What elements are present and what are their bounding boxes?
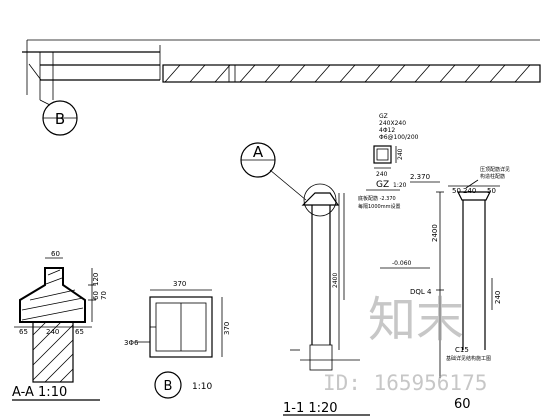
watermark: 知末 ID: 165956175: [323, 292, 487, 395]
detail-b-plan: 370 370 3Φ6 B 1:10: [124, 280, 231, 399]
plan-wall-strip: [22, 39, 541, 100]
dim-65-left: 65: [19, 328, 28, 336]
c15-label: C15: [455, 346, 469, 354]
tie-note: 压顶配筋详见: [480, 166, 510, 173]
section-11-title: 1-1 1:20: [283, 401, 338, 416]
gz-spec-2: 240X240: [379, 120, 406, 127]
gz-spec-3: 4Φ12: [379, 127, 395, 134]
dim-50-right: 50: [487, 187, 496, 195]
dim-240-aa: 240: [46, 328, 59, 336]
gz-dim-240: 240: [376, 171, 388, 178]
detail-b-callout-label: B: [55, 110, 65, 128]
detail-a-callout-label: A: [253, 143, 264, 161]
detail-b-callout: B: [39, 99, 78, 136]
dim-2400: 2400: [431, 224, 439, 242]
section-aa-detail: 60 120 60 70 65 240 65 A-A 1:10: [12, 250, 108, 401]
gz-note: 底板配筋 -2.370: [358, 195, 396, 202]
gz-column-detail: GZ 240X240 4Φ12 Φ6@100/200 240 240 GZ 1:…: [358, 113, 419, 210]
dim-370-vertical: 370: [223, 322, 231, 335]
partial-elevation: 2.370 压顶配筋详见 构造柱配筋 50 240 50 2400 -0.060…: [380, 166, 510, 412]
partial-title: 60: [454, 397, 471, 412]
elev-2370: 2.370: [410, 173, 430, 181]
gz-note-2: 每隔1000mm设置: [358, 203, 400, 210]
detail-b-scale: 1:10: [192, 382, 212, 392]
gz-dim-240-v: 240: [397, 148, 404, 160]
dim-240-lower: 240: [494, 291, 502, 304]
section-11-detail: 2400 1-1 1:20: [283, 183, 370, 416]
foot-note: 基础详见结构施工图: [446, 355, 491, 362]
detail-a-callout: A: [240, 142, 307, 201]
dim-120: 120: [92, 273, 100, 286]
dim-50-left: 50: [452, 187, 461, 195]
gz-scale: 1:20: [393, 182, 407, 189]
gz-title: GZ: [376, 180, 389, 190]
dim-240-elev: 240: [463, 187, 476, 195]
section-aa-title: A-A 1:10: [12, 385, 67, 400]
gz-spec-4: Φ6@100/200: [379, 134, 419, 141]
elev-0060: -0.060: [392, 260, 412, 267]
dim-2400-section: 2400: [332, 273, 339, 288]
tie-note-2: 构造柱配筋: [480, 173, 505, 180]
dim-70: 70: [100, 291, 108, 300]
detail-b-title: B: [164, 379, 173, 394]
dim-60-side: 60: [92, 291, 100, 300]
watermark-logo: 知末: [368, 292, 464, 348]
gz-spec-1: GZ: [379, 113, 388, 120]
dim-370-horizontal: 370: [173, 280, 186, 288]
dim-65-right: 65: [75, 328, 84, 336]
dim-60-top: 60: [51, 250, 60, 258]
watermark-id: ID: 165956175: [323, 371, 487, 395]
dql-label: DQL 4: [410, 288, 432, 296]
dim-3phi6: 3Φ6: [124, 339, 139, 347]
